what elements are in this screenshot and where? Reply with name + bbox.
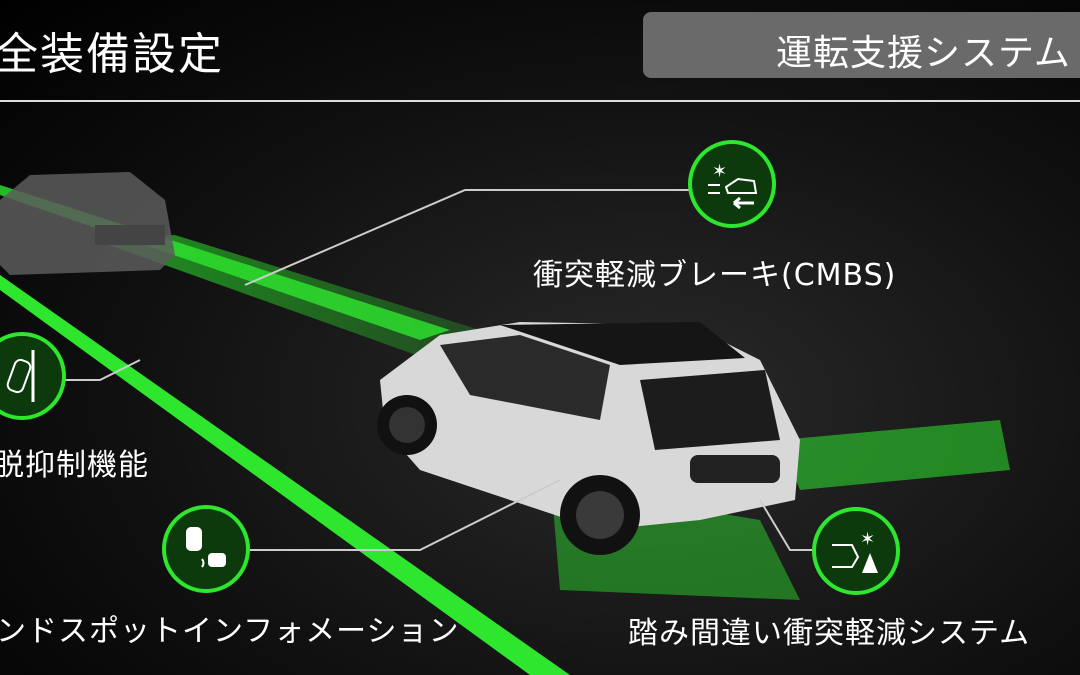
header-divider: [0, 100, 1080, 102]
collision-brake-icon: ✶: [688, 140, 776, 228]
category-label: 運転支援システム: [776, 33, 1071, 74]
feature-label-pedal-misapplication: 踏み間違い衝突軽減システム: [628, 616, 1031, 651]
rear-sensor-beam: [780, 420, 1010, 490]
svg-text:✶: ✶: [712, 161, 727, 182]
leader-line-pedal: [759, 499, 815, 551]
feature-label-lane-departure: 脱抑制機能: [0, 448, 149, 483]
feature-label-blind-spot: ンドスポットインフォメーション: [0, 614, 460, 649]
leader-line-cmbs: [244, 189, 690, 286]
lane-line-left: [0, 275, 570, 675]
svg-text:✶: ✶: [860, 529, 875, 550]
main-car: [377, 322, 800, 555]
leader-line-lane: [65, 359, 141, 381]
leader-line-blindspot: [250, 479, 561, 551]
blind-spot-icon: [162, 505, 250, 593]
front-sensor-beam: [95, 235, 480, 360]
feature-label-cmbs: 衝突軽減ブレーキ(CMBS): [533, 258, 897, 293]
page-title: 全装備設定: [0, 29, 224, 80]
lead-car-silhouette: [0, 172, 175, 275]
pedal-misapplication-icon: ✶: [812, 507, 900, 595]
category-tab[interactable]: 運転支援システム: [643, 12, 1080, 78]
